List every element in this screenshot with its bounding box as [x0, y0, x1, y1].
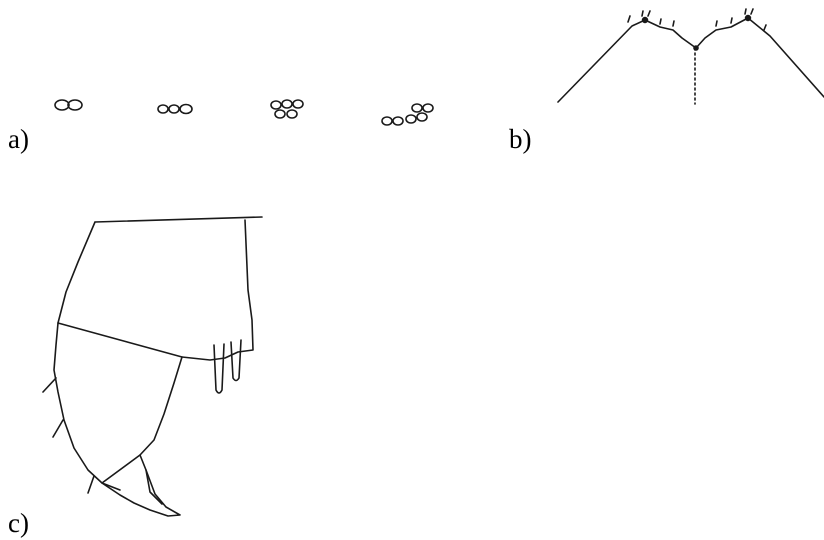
middle-segment — [54, 323, 182, 490]
peg-left — [214, 344, 224, 393]
basal-segment — [58, 217, 262, 360]
panel-b-label: b) — [509, 124, 532, 154]
spot-group-2 — [158, 105, 192, 114]
panel-c-label: c) — [8, 508, 29, 538]
panel-c-illustration — [43, 217, 262, 516]
panel-b-illustration — [558, 9, 824, 104]
panel-a-label: a) — [8, 124, 29, 154]
spine-1 — [43, 378, 56, 392]
spot-group-1 — [55, 100, 82, 110]
spot-group-3 — [271, 100, 303, 118]
spine-3 — [88, 476, 94, 493]
spot-group-4 — [382, 104, 433, 125]
spine-2 — [53, 420, 63, 437]
peg-right — [231, 340, 241, 381]
panel-a-illustration — [55, 100, 433, 125]
distal-claw — [102, 455, 180, 516]
head-margin-outline — [558, 18, 824, 102]
